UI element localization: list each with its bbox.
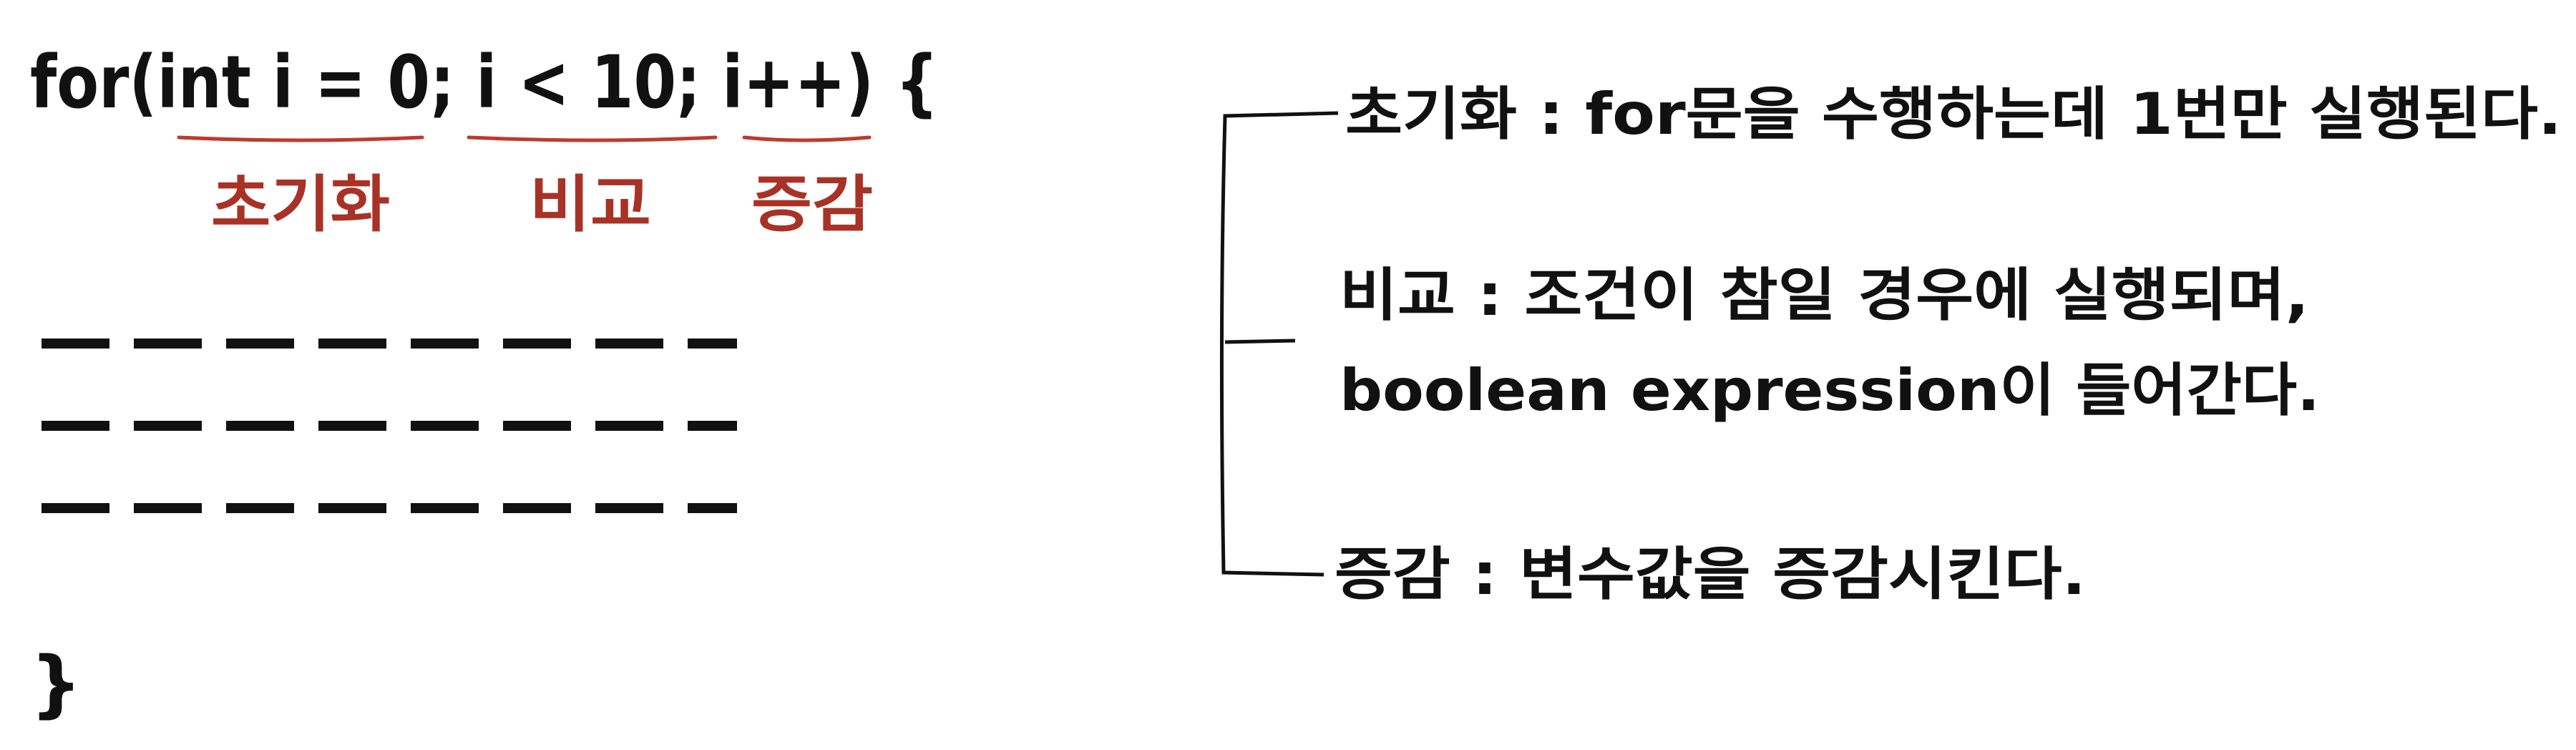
increment-description: 증감 : 변수값을 증감시킨다. xyxy=(1335,541,2086,608)
compare-description-line-2: boolean expression이 들어간다. xyxy=(1340,357,2320,424)
code-for-statement: for(int i = 0; i < 10; i++) { xyxy=(30,40,939,125)
body-placeholder-lines xyxy=(42,339,737,513)
compare-label: 비교 xyxy=(530,169,651,240)
init-description: 초기화 : for문을 수행하는데 1번만 실행된다. xyxy=(1345,81,2562,147)
increment-label: 증감 xyxy=(751,169,873,240)
bracket-connector xyxy=(1219,111,1339,577)
bracket-middle-tick xyxy=(1224,339,1296,344)
code-closing-brace: } xyxy=(30,641,82,726)
compare-description-line-1: 비교 : 조건이 참일 경우에 실행되며, xyxy=(1340,262,2309,328)
init-underline xyxy=(177,135,424,142)
init-label: 초기화 xyxy=(211,169,390,240)
bracket-vertical xyxy=(1219,111,1339,577)
increment-underline xyxy=(742,135,872,142)
compare-underline xyxy=(467,135,718,142)
